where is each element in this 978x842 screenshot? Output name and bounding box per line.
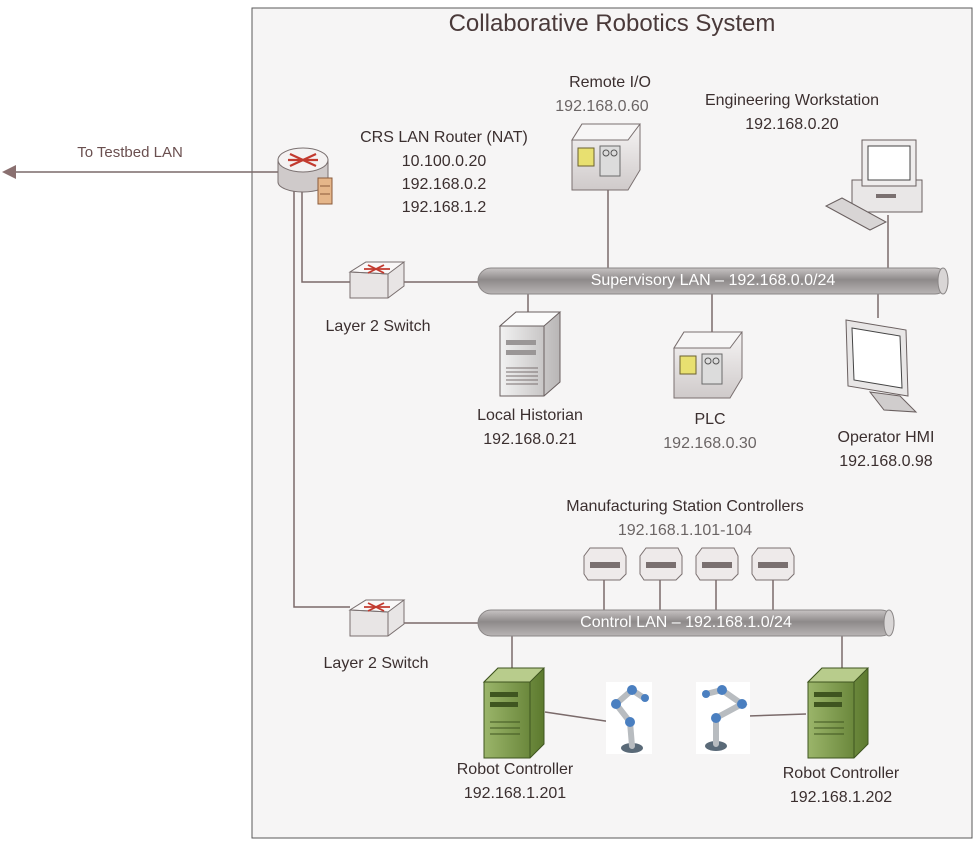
router-to-switch-bottom-line <box>293 185 350 608</box>
connection-lines <box>12 171 889 723</box>
robot-arm-1-icon <box>606 682 652 754</box>
diagram-title: Collaborative Robotics System <box>448 10 776 37</box>
router-name: CRS LAN Router (NAT) <box>360 129 528 146</box>
remote-io-name: Remote I/O <box>569 74 651 91</box>
robot-controller-1-ip: 192.168.1.201 <box>463 785 567 802</box>
control-lan-bus <box>477 609 895 637</box>
switch-bottom-icon <box>348 599 406 637</box>
msc-device-3-icon <box>695 547 739 581</box>
switch-bottom-label: Layer 2 Switch <box>323 655 429 672</box>
historian-server-icon <box>498 311 562 397</box>
workstation-ip: 192.168.0.20 <box>745 116 839 133</box>
historian-ip: 192.168.0.21 <box>483 431 577 448</box>
plc-name: PLC <box>694 411 726 428</box>
router-to-switch-top-line <box>301 185 350 283</box>
router-icon <box>277 147 333 205</box>
msc-device-1-icon <box>583 547 627 581</box>
remote-io-ip: 192.168.0.60 <box>555 98 649 115</box>
robot-arm-2-icon <box>696 682 750 754</box>
switch-top-icon <box>348 261 406 299</box>
robot-controller-2-icon <box>806 667 870 759</box>
workstation-name: Engineering Workstation <box>704 92 880 109</box>
msc-ip: 192.168.1.101-104 <box>617 522 753 539</box>
external-arrow-head <box>2 165 16 179</box>
msc-name: Manufacturing Station Controllers <box>566 498 804 515</box>
supervisory-lan-bus <box>477 267 949 295</box>
router-ip-2: 192.168.0.2 <box>401 176 487 193</box>
msc-device-2-icon <box>639 547 683 581</box>
supervisory-lan-label: Supervisory LAN – 192.168.0.0/24 <box>590 272 836 289</box>
hmi-name: Operator HMI <box>837 429 935 446</box>
plc-icon <box>673 331 743 399</box>
hmi-ip: 192.168.0.98 <box>839 453 933 470</box>
msc-device-4-icon <box>751 547 795 581</box>
remote-io-icon <box>571 123 641 191</box>
historian-name: Local Historian <box>477 407 583 424</box>
robot-controller-1-name: Robot Controller <box>456 761 574 778</box>
control-lan-label: Control LAN – 192.168.1.0/24 <box>580 614 792 631</box>
hmi-monitor-icon <box>845 319 918 413</box>
robot2-to-rc2 <box>747 713 807 717</box>
plc-ip: 192.168.0.30 <box>663 435 757 452</box>
robot-controller-1-icon <box>482 667 546 759</box>
robot-controller-2-ip: 192.168.1.202 <box>789 789 893 806</box>
external-link-label: To Testbed LAN <box>77 144 183 161</box>
switch-top-label: Layer 2 Switch <box>325 318 431 335</box>
router-ip-1: 10.100.0.20 <box>401 153 487 170</box>
router-ip-3: 192.168.1.2 <box>401 199 487 216</box>
robot-controller-2-name: Robot Controller <box>782 765 900 782</box>
workstation-icon <box>824 139 923 231</box>
rc1-to-robot1 <box>544 711 613 723</box>
